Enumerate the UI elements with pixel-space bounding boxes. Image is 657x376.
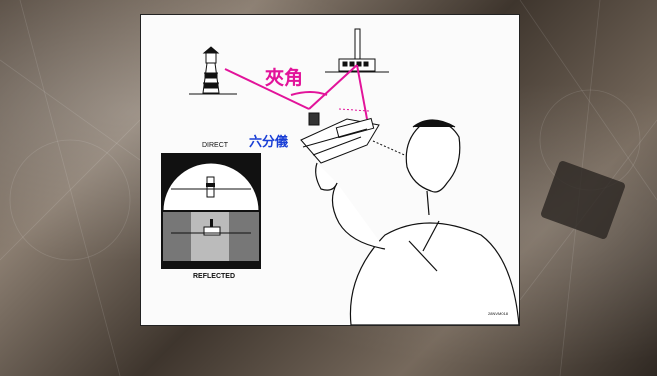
sextant-label: 六分儀	[249, 131, 288, 150]
sextant-photo-icon	[540, 160, 626, 240]
diagram-panel: DIRECT REFLECTED 28NVM018 夾角 六分儀	[140, 14, 520, 326]
direct-label: DIRECT	[202, 142, 228, 149]
figure-code: 28NVM018	[488, 311, 508, 316]
scope-view	[161, 153, 261, 269]
sextant-icon	[301, 113, 379, 163]
angle-label: 夾角	[265, 63, 303, 90]
reflected-label: REFLECTED	[193, 273, 235, 280]
